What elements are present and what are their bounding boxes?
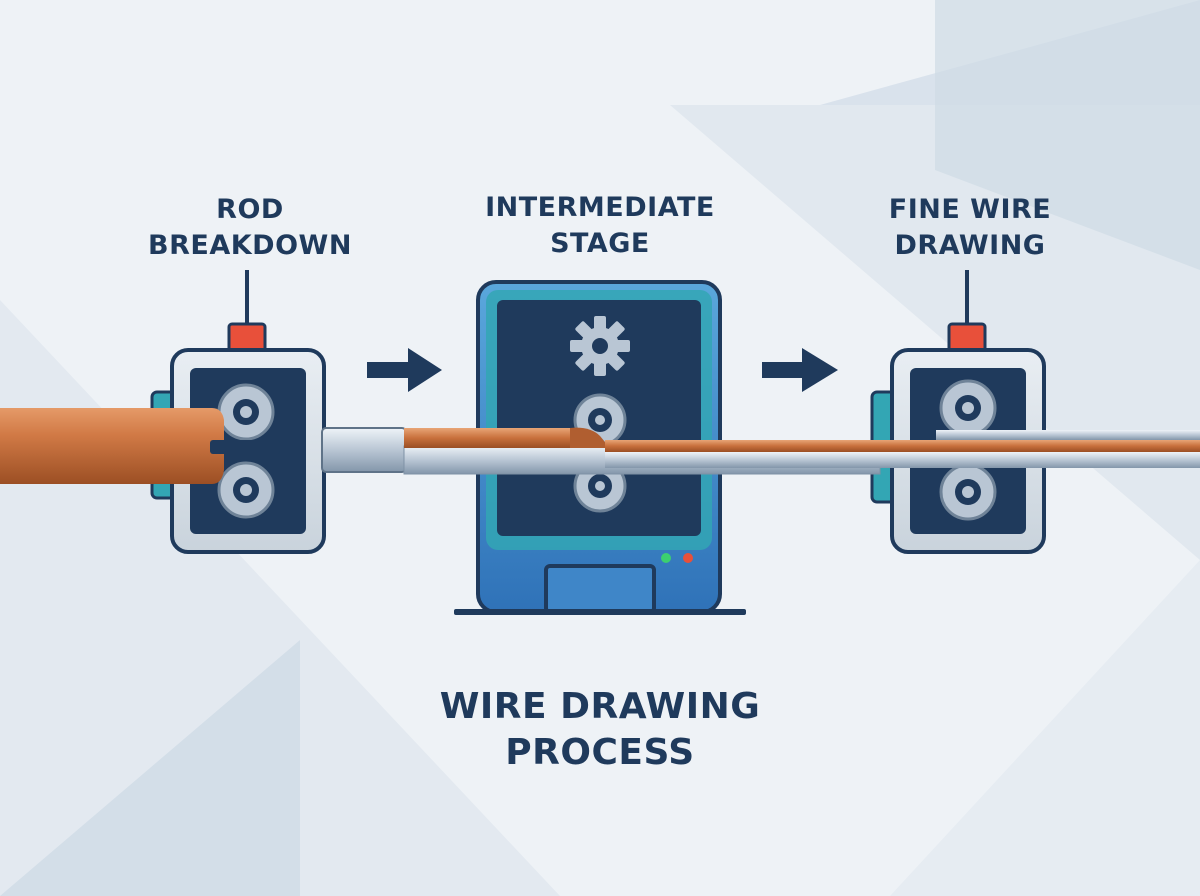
- indicator-light: [227, 322, 267, 354]
- machine-door: [544, 564, 656, 614]
- bg-panel-bottom-right: [890, 560, 1200, 896]
- arrow-right-icon: [762, 348, 838, 392]
- copper-rod: [0, 408, 224, 484]
- title-line: WIRE DRAWING: [439, 686, 761, 727]
- indicator-light: [947, 322, 987, 354]
- roller-icon: [217, 383, 275, 441]
- wire: [0, 408, 1200, 484]
- steel-wire-fine: [605, 452, 1200, 468]
- stage-label-line: ROD: [216, 194, 284, 225]
- bg-panel-corner: [935, 0, 1200, 270]
- stage-label-fine-wire: FINE WIRE DRAWING: [840, 192, 1100, 264]
- roller-icon: [939, 379, 997, 437]
- arrow-right-icon: [367, 348, 442, 392]
- steel-wire-top: [936, 430, 1200, 440]
- stage-label-line: FINE WIRE: [888, 194, 1052, 225]
- stage-label-line: DRAWING: [894, 230, 1046, 261]
- copper-wire-fine: [605, 440, 1200, 452]
- bg-panel-bottom-left: [0, 640, 300, 896]
- stage-label-line: BREAKDOWN: [148, 230, 352, 261]
- intermediate-machine: [454, 280, 746, 615]
- stage-label-intermediate: INTERMEDIATE STAGE: [450, 190, 750, 262]
- fine-wire-die: [870, 270, 1046, 554]
- stage-label-line: INTERMEDIATE: [485, 192, 715, 223]
- gear-icon: [570, 316, 630, 376]
- title-line: PROCESS: [505, 732, 695, 773]
- stage-label-line: STAGE: [550, 228, 650, 259]
- copper-wire-bend: [570, 427, 610, 448]
- status-light-icon: [661, 553, 671, 563]
- roller-icon: [939, 463, 997, 521]
- steel-sleeve: [321, 427, 407, 473]
- roller-icon: [217, 461, 275, 519]
- machine-base: [454, 609, 746, 615]
- stage-label-rod-breakdown: ROD BREAKDOWN: [120, 192, 380, 264]
- status-light-icon: [683, 553, 693, 563]
- diagram-title: WIRE DRAWING PROCESS: [380, 684, 820, 776]
- copper-wire-mid: [404, 428, 580, 448]
- die-throat: [210, 440, 280, 454]
